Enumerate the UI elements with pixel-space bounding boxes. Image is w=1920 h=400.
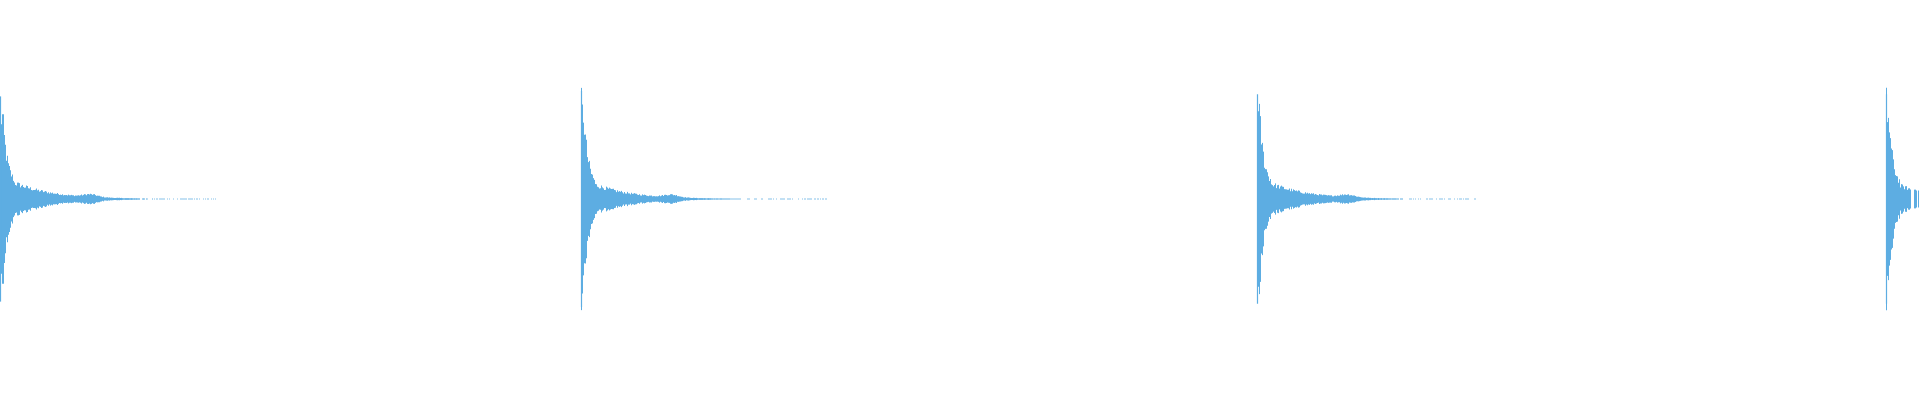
transient-4-envelope [1886, 87, 1920, 311]
transient-3-envelope [1257, 103, 1476, 295]
transient-4 [1885, 87, 1920, 311]
transient-2 [580, 87, 827, 311]
transient-2-envelope [581, 87, 827, 311]
transient-3 [1256, 94, 1476, 304]
waveform-events [0, 87, 1920, 311]
transient-1-envelope [0, 98, 216, 300]
transient-1 [0, 96, 216, 302]
